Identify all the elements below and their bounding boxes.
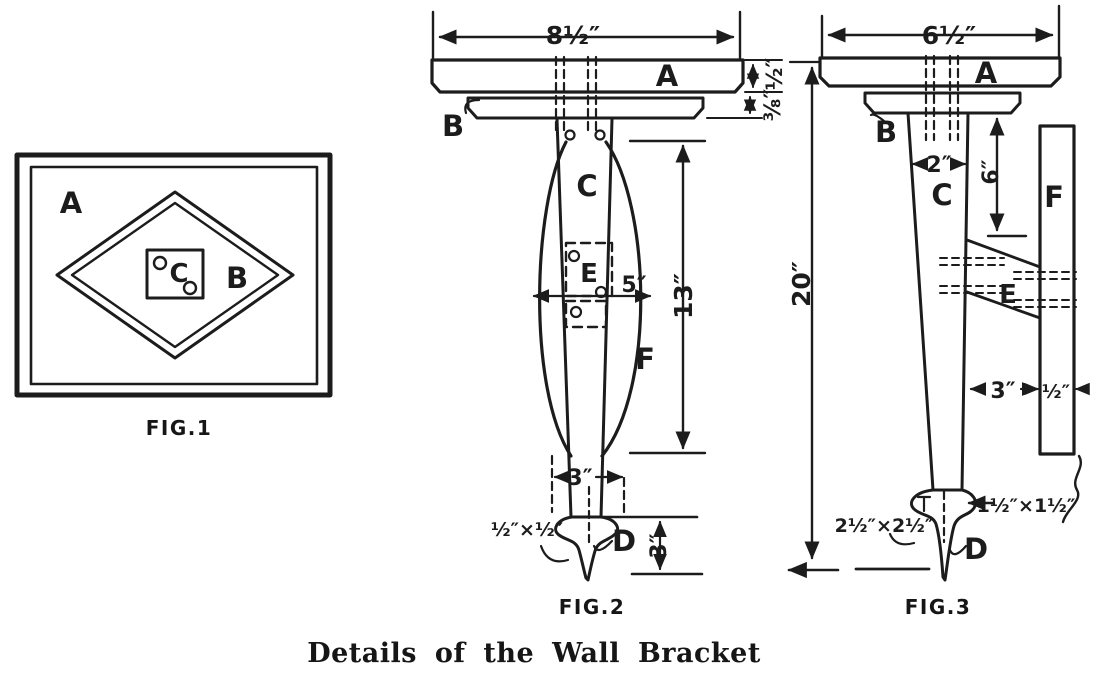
- fig2-board-b: [466, 96, 705, 120]
- fig3-plate-screw-dashes: [939, 257, 1077, 308]
- fig2-dim-finial-stock: ½″×½″: [491, 519, 564, 541]
- fig3-label-a: A: [975, 56, 998, 90]
- fig3-post-right-edge: [960, 111, 970, 492]
- fig2-screw-hole: [564, 129, 576, 141]
- fig2-dim-shelf-thickness: ½″: [763, 58, 788, 91]
- fig3-group: [818, 4, 1090, 582]
- fig2-dim-bracket-length: 13″: [669, 273, 698, 319]
- fig3-caption: FIG.3: [905, 595, 972, 619]
- fig3-dim-wall-gap: 3″: [990, 379, 1015, 404]
- fig2-label-d-leader: [592, 539, 614, 552]
- fig2-group: [430, 10, 783, 582]
- fig3-label-e: E: [999, 280, 1017, 310]
- fig2-plate-screw-hole: [569, 305, 583, 319]
- fig2-dim-finial-height: 3″: [647, 533, 672, 558]
- fig2-label-e: E: [580, 259, 598, 289]
- fig3-back-board-f: [1038, 124, 1076, 456]
- fig2-screw-dashes: [554, 55, 598, 133]
- fig3-label-d-leader: [948, 544, 968, 556]
- fig2-dim-molding-thickness: ⅜″: [761, 89, 786, 122]
- fig1-diamond-outer: [55, 190, 295, 360]
- fig3-plate-e-top-edge: [965, 238, 1042, 269]
- fig1-label-a: A: [60, 186, 83, 220]
- fig2-dim-shelf-width: 8½″: [546, 21, 600, 50]
- fig3-plate-e-bottom-edge: [965, 290, 1042, 320]
- fig1-center-square: [145, 248, 205, 300]
- fig2-finial: [554, 515, 619, 582]
- fig1-label-b: B: [226, 261, 248, 295]
- fig2-dim-bracket-width: 5″: [621, 273, 646, 298]
- fig2-dim-bottom-width: 3″: [567, 466, 592, 491]
- fig2-label-b: B: [442, 109, 464, 143]
- fig3-dim-upper-span: 6″: [979, 159, 1004, 184]
- fig1-label-c: C: [169, 259, 188, 289]
- fig2-label-f: F: [635, 342, 655, 376]
- fig3-board-b-leader: [869, 113, 886, 123]
- fig1-inner-frame: [29, 165, 319, 386]
- fig2-screw-hole: [594, 129, 606, 141]
- drawing-title: Details of the Wall Bracket: [307, 638, 761, 669]
- fig1-screw-hole: [182, 280, 198, 296]
- fig3-dim-back-thickness: ½″: [1042, 381, 1071, 403]
- fig2-board-b-leader: [464, 98, 481, 115]
- fig2-post-right-edge: [599, 117, 614, 519]
- fig3-board-b: [863, 91, 1022, 115]
- fig3-label-c: C: [931, 178, 952, 212]
- fig3-finial-stock-leader: [888, 495, 932, 546]
- fig3-dim-post-top-width: 2″: [926, 153, 951, 178]
- fig3-label-f: F: [1044, 180, 1064, 214]
- fig1-caption: FIG.1: [146, 416, 213, 440]
- fig3-dim-overall-height: 20″: [787, 261, 816, 307]
- fig3-label-b: B: [875, 115, 897, 149]
- fig3-dim-shelf-depth: 6½″: [922, 21, 976, 50]
- fig3-shelf-a: [818, 56, 1062, 88]
- fig3-break-squiggle: [1061, 454, 1082, 524]
- fig3-screw-dashes: [924, 54, 960, 142]
- fig2-label-d: D: [612, 524, 636, 558]
- fig2-finial-stock-leader: [539, 544, 570, 563]
- fig1-diamond-inner: [70, 201, 280, 349]
- fig2-label-a: A: [656, 59, 679, 93]
- fig3-post-left-edge: [906, 111, 935, 492]
- fig1-screw-hole: [152, 255, 168, 271]
- fig3-label-d: D: [964, 532, 988, 566]
- overall-height-dim-group: [787, 60, 840, 579]
- fig3-dim-post-stock: 1½″×1½″: [977, 495, 1076, 517]
- fig3-dim-finial-stock: 2½″×2½″: [835, 515, 934, 537]
- fig1-group: [14, 152, 333, 398]
- fig2-post-left-edge: [555, 117, 573, 519]
- fig2-caption: FIG.2: [559, 595, 626, 619]
- fig2-plate-screw-hole: [567, 249, 581, 263]
- fig1-outer-frame: [14, 152, 333, 398]
- fig2-label-c: C: [576, 169, 597, 203]
